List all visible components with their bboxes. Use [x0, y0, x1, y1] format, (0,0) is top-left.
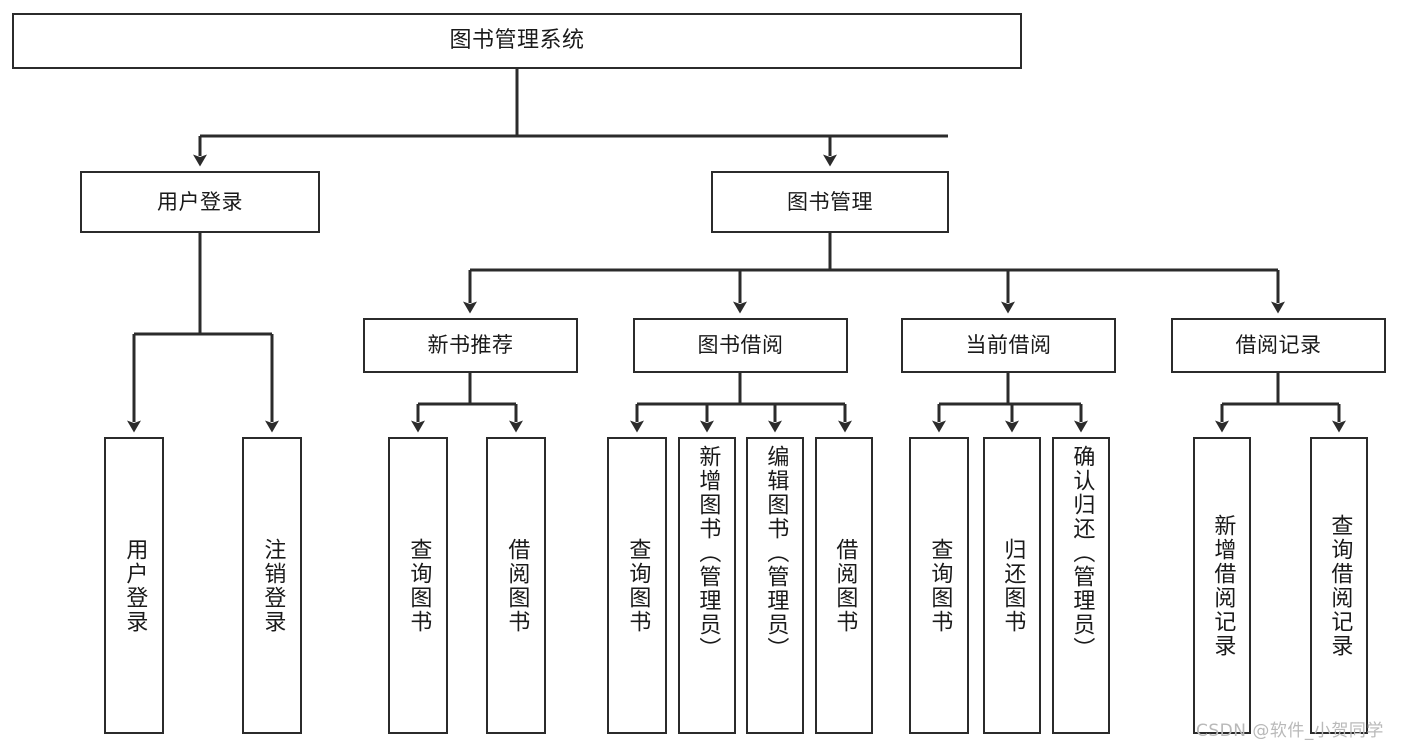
- node-label: 查询图书: [625, 537, 651, 634]
- node-leaf-edit-book-admin[interactable]: 编辑图书（管理员）: [746, 437, 804, 734]
- node-label: 新增借阅记录: [1210, 513, 1236, 658]
- node-leaf-query-borrow-record[interactable]: 查询借阅记录: [1310, 437, 1368, 734]
- node-user-login[interactable]: 用户登录: [80, 171, 320, 233]
- node-label: 当前借阅: [965, 333, 1052, 358]
- node-label: 新书推荐: [427, 333, 514, 358]
- node-label: 借阅图书: [504, 537, 530, 634]
- node-leaf-query-book-recommend[interactable]: 查询图书: [388, 437, 448, 734]
- node-leaf-confirm-return-admin[interactable]: 确认归还（管理员）: [1052, 437, 1110, 734]
- node-label: 确认归还（管理员）: [1069, 445, 1095, 661]
- node-leaf-return-book[interactable]: 归还图书: [983, 437, 1041, 734]
- node-borrow-record[interactable]: 借阅记录: [1171, 318, 1386, 373]
- node-label: 图书管理系统: [449, 28, 585, 54]
- csdn-watermark: CSDN @软件_小贺同学: [1196, 721, 1384, 741]
- node-leaf-logout-login[interactable]: 注销登录: [242, 437, 302, 734]
- node-book-borrow[interactable]: 图书借阅: [633, 318, 848, 373]
- node-leaf-add-borrow-record[interactable]: 新增借阅记录: [1193, 437, 1251, 734]
- node-leaf-borrow-book[interactable]: 借阅图书: [815, 437, 873, 734]
- node-leaf-borrow-book-recommend[interactable]: 借阅图书: [486, 437, 546, 734]
- node-label: 注销登录: [260, 537, 286, 634]
- node-label: 查询图书: [406, 537, 432, 634]
- node-label: 新增图书（管理员）: [695, 445, 721, 661]
- node-label: 借阅图书: [832, 537, 858, 634]
- node-leaf-query-book-current[interactable]: 查询图书: [909, 437, 969, 734]
- node-label: 图书借阅: [697, 333, 784, 358]
- node-label: 用户登录: [157, 189, 243, 214]
- node-book-management[interactable]: 图书管理: [711, 171, 949, 233]
- node-new-book-recommend[interactable]: 新书推荐: [363, 318, 578, 373]
- node-root-book-management-system[interactable]: 图书管理系统: [12, 13, 1022, 69]
- node-label: 图书管理: [787, 189, 873, 214]
- node-leaf-query-book-borrow[interactable]: 查询图书: [607, 437, 667, 734]
- node-leaf-add-book-admin[interactable]: 新增图书（管理员）: [678, 437, 736, 734]
- node-label: 归还图书: [1000, 537, 1026, 634]
- node-current-borrow[interactable]: 当前借阅: [901, 318, 1116, 373]
- node-label: 用户登录: [122, 537, 148, 634]
- node-label: 查询借阅记录: [1327, 513, 1353, 658]
- node-label: 查询图书: [927, 537, 953, 634]
- node-label: 编辑图书（管理员）: [763, 445, 789, 661]
- node-leaf-user-login[interactable]: 用户登录: [104, 437, 164, 734]
- node-label: 借阅记录: [1235, 333, 1322, 358]
